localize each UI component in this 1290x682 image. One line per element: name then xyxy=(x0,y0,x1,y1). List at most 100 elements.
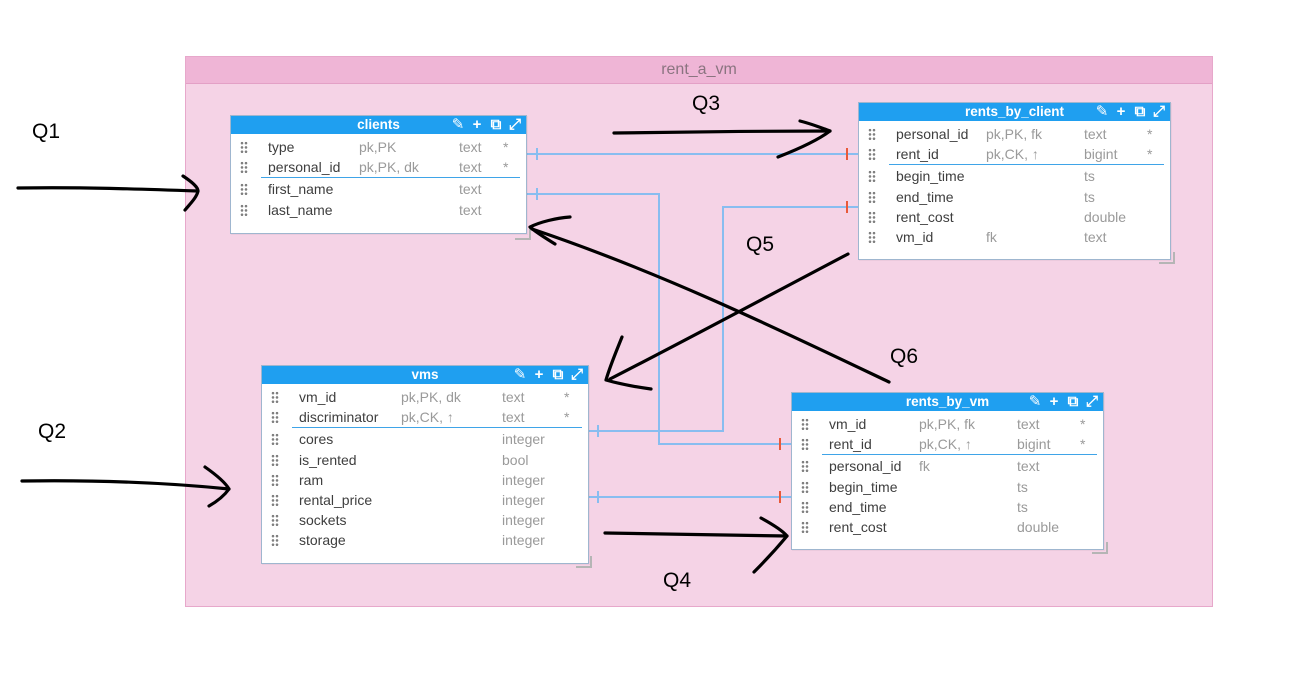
key-separator xyxy=(261,177,520,179)
column-type: bigint xyxy=(1084,146,1118,163)
pin-icon[interactable]: ✎ xyxy=(1095,103,1109,120)
group-title: rent_a_vm xyxy=(186,57,1212,84)
drag-handle-icon[interactable] xyxy=(271,433,279,447)
key-separator xyxy=(889,164,1164,166)
plus-icon[interactable]: + xyxy=(472,116,482,133)
pin-icon[interactable]: ✎ xyxy=(1028,393,1042,410)
resize-handle[interactable] xyxy=(515,228,531,240)
drag-handle-icon[interactable] xyxy=(271,411,279,425)
drag-handle-icon[interactable] xyxy=(868,230,876,244)
drag-handle-icon[interactable] xyxy=(240,203,248,217)
drag-handle-icon[interactable] xyxy=(868,210,876,224)
open-external-icon[interactable]: ⧉ xyxy=(552,366,564,383)
column-name: cores xyxy=(299,431,334,448)
column-required: * xyxy=(1147,126,1153,142)
drag-handle-icon[interactable] xyxy=(868,128,876,141)
plus-icon[interactable]: + xyxy=(1116,103,1126,120)
table-title: rents_by_vm xyxy=(905,394,990,409)
drag-handle-icon[interactable] xyxy=(271,473,279,487)
open-external-icon[interactable]: ⧉ xyxy=(490,116,502,133)
expand-icon[interactable]: ⤢ xyxy=(508,116,521,133)
pin-icon[interactable]: ✎ xyxy=(451,116,465,133)
column-type: text xyxy=(459,201,482,218)
arrow-q1 xyxy=(16,174,200,212)
column-name: last_name xyxy=(268,201,333,218)
table-header[interactable]: rents_by_client ✎ + ⧉ ⤢ xyxy=(859,103,1170,121)
arrow-q5 xyxy=(604,252,850,391)
drag-handle-icon[interactable] xyxy=(271,453,279,467)
drag-handle-icon[interactable] xyxy=(868,170,876,184)
open-external-icon[interactable]: ⧉ xyxy=(1067,393,1079,410)
table-header[interactable]: vms ✎ + ⧉ ⤢ xyxy=(262,366,588,384)
expand-icon[interactable]: ⤢ xyxy=(1152,103,1165,120)
drag-handle-icon[interactable] xyxy=(271,493,279,507)
column-key: pk,PK xyxy=(359,139,397,155)
column-type: text xyxy=(459,181,482,198)
drag-handle-icon[interactable] xyxy=(240,141,248,154)
plus-icon[interactable]: + xyxy=(534,366,544,383)
column-name: personal_id xyxy=(829,458,902,475)
drag-handle-icon[interactable] xyxy=(240,183,248,197)
resize-handle[interactable] xyxy=(576,556,592,568)
column-type: text xyxy=(459,159,482,176)
drag-handle-icon[interactable] xyxy=(240,161,248,175)
drag-handle-icon[interactable] xyxy=(801,438,809,452)
table-header[interactable]: clients ✎ + ⧉ ⤢ xyxy=(231,116,526,134)
drag-handle-icon[interactable] xyxy=(868,148,876,162)
open-external-icon[interactable]: ⧉ xyxy=(1134,103,1146,120)
column-name: end_time xyxy=(896,188,954,205)
drag-handle-icon[interactable] xyxy=(271,534,279,548)
column-name: begin_time xyxy=(896,168,965,185)
annotation-q3: Q3 xyxy=(692,92,721,115)
resize-handle[interactable] xyxy=(1092,542,1108,554)
expand-icon[interactable]: ⤢ xyxy=(570,366,583,383)
table-header[interactable]: rents_by_vm ✎ + ⧉ ⤢ xyxy=(792,393,1103,411)
column-type: text xyxy=(1017,416,1040,432)
drag-handle-icon[interactable] xyxy=(801,500,809,514)
drag-handle-icon[interactable] xyxy=(271,391,279,404)
column-name: rental_price xyxy=(299,491,373,508)
resize-handle[interactable] xyxy=(1159,252,1175,264)
column-key: pk,CK, ↑ xyxy=(401,409,454,426)
drag-handle-icon[interactable] xyxy=(271,514,279,528)
pin-icon[interactable]: ✎ xyxy=(513,366,527,383)
plus-icon[interactable]: + xyxy=(1049,393,1059,410)
drag-handle-icon[interactable] xyxy=(801,480,809,494)
drag-handle-icon[interactable] xyxy=(868,190,876,204)
column-name: rent_cost xyxy=(829,518,887,535)
column-required: * xyxy=(503,139,509,155)
drag-handle-icon[interactable] xyxy=(801,418,809,431)
column-row[interactable]: last_name text xyxy=(231,200,526,220)
expand-icon[interactable]: ⤢ xyxy=(1085,393,1098,410)
drag-handle-icon[interactable] xyxy=(801,520,809,534)
column-type: bigint xyxy=(1017,436,1051,453)
drag-handle-icon[interactable] xyxy=(801,460,809,474)
